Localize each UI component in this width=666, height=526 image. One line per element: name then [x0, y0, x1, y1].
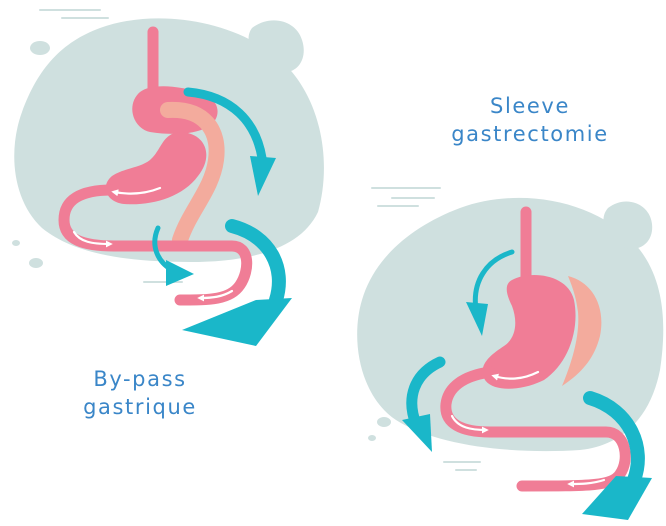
bypass-deco-dot [29, 258, 43, 268]
sleeve-deco-dot [368, 435, 376, 441]
sleeve-gastrectomie-label: Sleeve gastrectomie [420, 92, 640, 148]
sleeve-label-line1: Sleeve [420, 92, 640, 120]
bypass-gastrique-label: By-pass gastrique [40, 365, 240, 421]
sleeve-label-line2: gastrectomie [420, 120, 640, 148]
sleeve-illustration [357, 188, 663, 520]
bypass-deco-dot [30, 41, 50, 55]
bypass-deco-dot [12, 240, 20, 246]
sleeve-deco-dot [377, 417, 391, 427]
bypass-label-line2: gastrique [40, 393, 240, 421]
bypass-label-line1: By-pass [40, 365, 240, 393]
bypass-illustration [12, 10, 324, 346]
